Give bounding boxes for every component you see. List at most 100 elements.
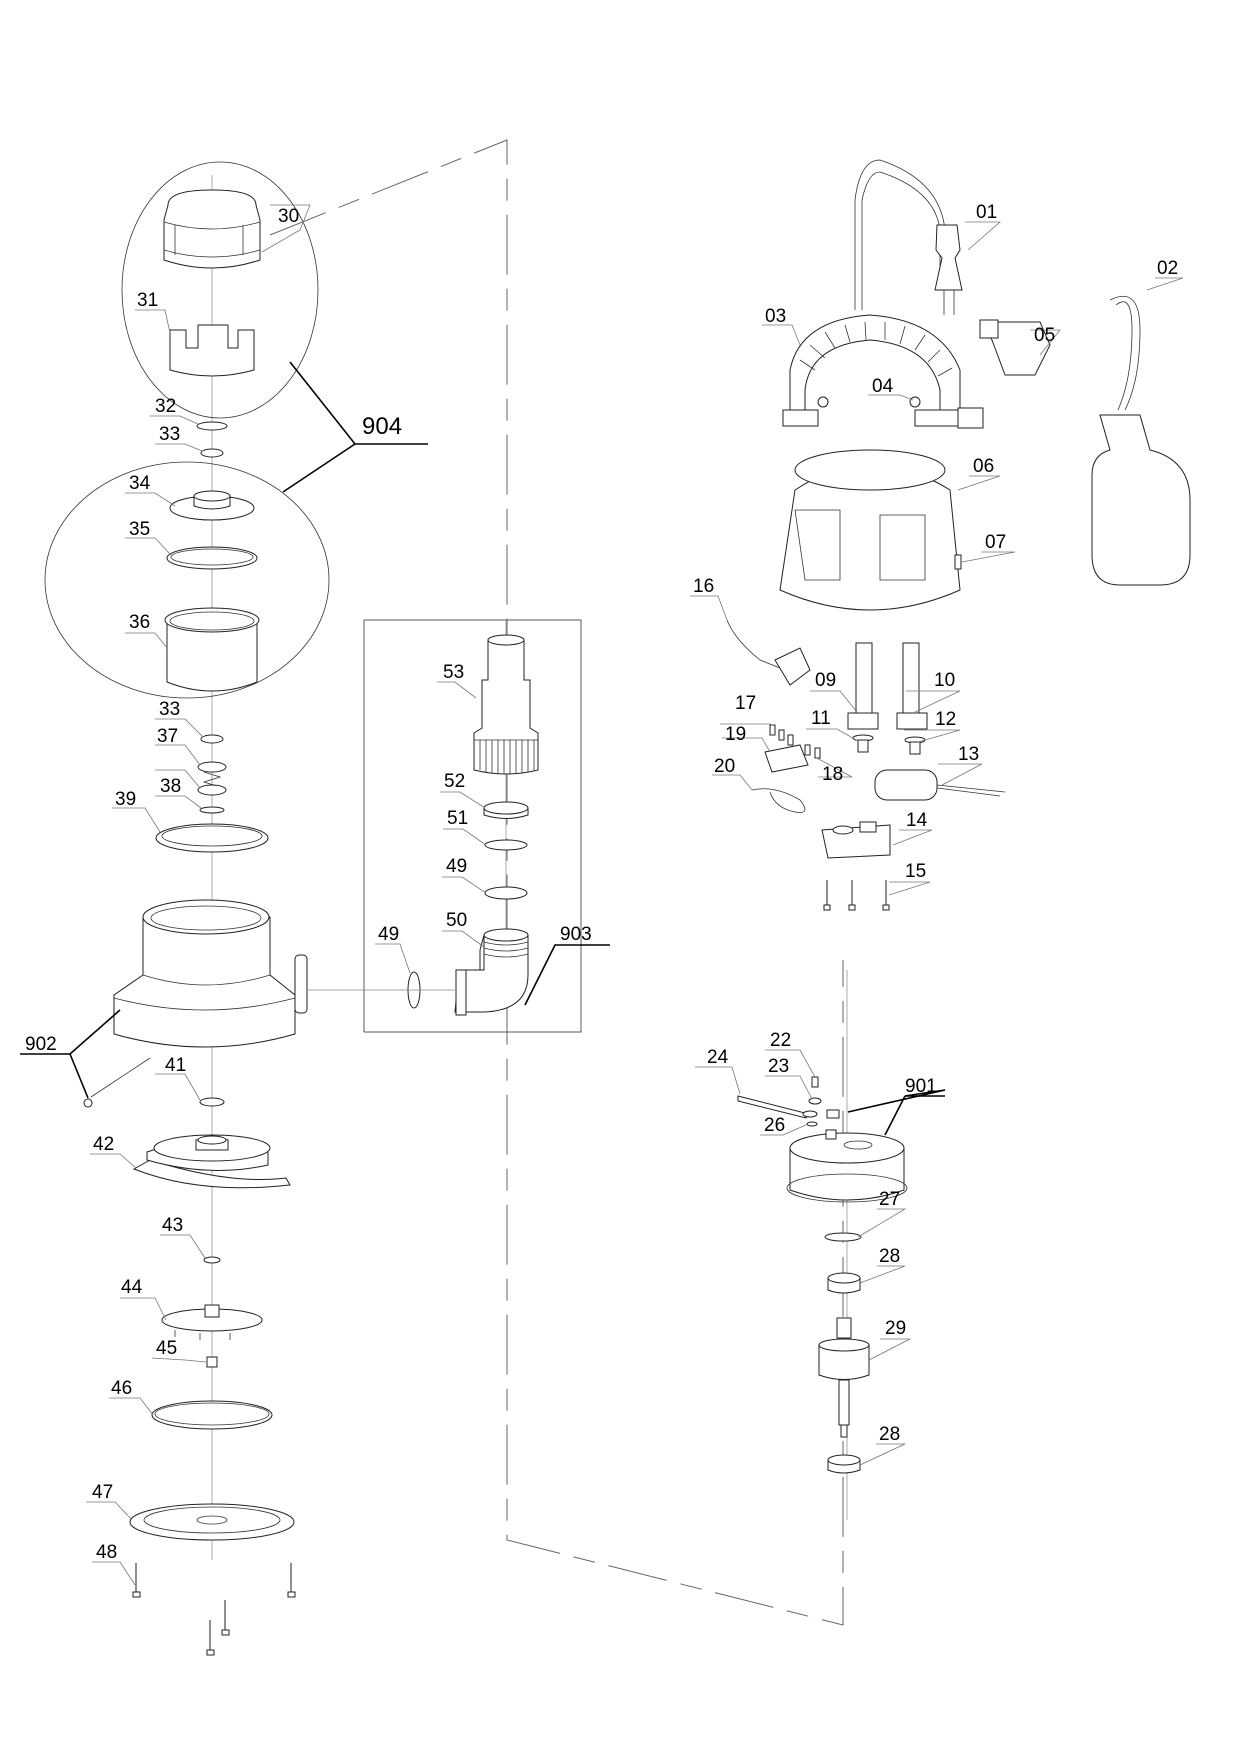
part-01-power-cable	[854, 159, 963, 315]
label-14: 14	[906, 810, 928, 831]
label-39: 39	[115, 789, 136, 810]
part-23-washer	[808, 1097, 822, 1105]
part-26-washer	[806, 1121, 818, 1127]
part-07-screw	[954, 554, 962, 570]
label-09: 09	[815, 670, 836, 691]
part-35-o-ring	[166, 546, 258, 570]
part-51-washer	[484, 839, 528, 851]
label-06: 06	[973, 456, 994, 477]
label-24: 24	[707, 1047, 729, 1068]
part-42-pump-chamber	[132, 1134, 291, 1189]
part-14-cover-plate	[821, 821, 891, 859]
part-13-capacitor	[874, 769, 1006, 801]
label-47: 47	[92, 1482, 113, 1503]
part-46-o-ring	[151, 1400, 273, 1430]
label-33-lower: 33	[159, 699, 180, 720]
label-26: 26	[764, 1115, 785, 1136]
part-47-base-plate	[129, 1503, 295, 1541]
label-29: 29	[885, 1318, 906, 1339]
label-13: 13	[958, 744, 979, 765]
label-19: 19	[725, 724, 746, 745]
part-49-seal-ring-upper	[484, 886, 528, 900]
part-37-spring-assembly	[197, 761, 227, 796]
part-36-cylinder	[164, 607, 260, 692]
group-labels: 904 902 903 901	[25, 413, 937, 1097]
part-11-clamp	[852, 734, 874, 753]
part-28-bearing-lower	[827, 1454, 861, 1474]
label-02: 02	[1157, 258, 1178, 279]
part-18-connectors	[804, 744, 821, 759]
label-33-upper: 33	[159, 424, 180, 445]
label-18: 18	[822, 764, 843, 785]
part-04-screws	[817, 396, 921, 408]
part-34-cover	[169, 490, 255, 521]
part-31-insert	[169, 324, 255, 377]
label-20: 20	[714, 756, 735, 777]
label-45: 45	[156, 1338, 177, 1359]
label-28-upper: 28	[879, 1246, 900, 1267]
part-06-top-housing	[779, 449, 961, 611]
label-16: 16	[693, 576, 714, 597]
part-41-seal	[199, 1097, 225, 1107]
label-15: 15	[905, 861, 926, 882]
part-15-screws	[823, 880, 890, 911]
label-52: 52	[444, 771, 465, 792]
label-51: 51	[447, 808, 468, 829]
part-49-seal-ring-side	[307, 971, 455, 1009]
label-46: 46	[111, 1378, 132, 1399]
part-labels: 30 31 32 33 34 35 36 33 37 38 39 41 42 4…	[92, 202, 1178, 1563]
label-01: 01	[976, 202, 997, 223]
assembly-guide-lines	[269, 139, 844, 1626]
label-17: 17	[735, 693, 756, 714]
leader-lines	[86, 204, 1184, 1586]
part-901-motor-housing	[786, 1109, 908, 1203]
label-35: 35	[129, 519, 150, 540]
label-31: 31	[137, 290, 158, 311]
group-903-box	[363, 619, 582, 1033]
part-24-wire	[737, 1095, 818, 1119]
part-02-float-switch	[1091, 295, 1191, 586]
part-10-cable-gland	[896, 642, 928, 730]
label-50: 50	[446, 910, 467, 931]
part-50-elbow-connector	[454, 928, 529, 1016]
label-42: 42	[93, 1134, 114, 1155]
group-904-upper-circle	[121, 161, 319, 419]
label-41: 41	[165, 1055, 186, 1076]
label-04: 04	[872, 376, 894, 397]
group-leader-lines	[20, 361, 946, 1136]
label-22: 22	[770, 1030, 791, 1051]
label-07: 07	[985, 532, 1006, 553]
label-53: 53	[443, 662, 464, 683]
part-45-nut	[206, 1356, 218, 1368]
part-43-washer	[203, 1256, 221, 1264]
part-33-washer-lower	[200, 734, 224, 744]
label-30: 30	[278, 206, 299, 227]
label-10: 10	[934, 670, 955, 691]
label-27: 27	[879, 1189, 900, 1210]
part-44-impeller	[161, 1304, 263, 1340]
part-17-connectors	[769, 724, 794, 746]
part-48-screws	[132, 1563, 296, 1656]
label-32: 32	[155, 396, 176, 417]
label-group-903: 903	[560, 924, 592, 945]
part-33-washer-upper	[200, 448, 224, 458]
group-904-lower-circle	[44, 461, 330, 699]
part-12-clamp	[904, 736, 926, 755]
part-19-terminal-block	[764, 744, 809, 773]
part-20-cable-tie	[751, 788, 806, 813]
part-16-ground-wire	[726, 619, 811, 686]
label-05: 05	[1034, 325, 1055, 346]
part-29-rotor	[818, 1317, 870, 1438]
part-09-cable-gland	[847, 642, 879, 730]
label-group-902: 902	[25, 1034, 57, 1055]
label-49-side: 49	[378, 924, 399, 945]
part-30-cap	[163, 189, 261, 269]
part-28-bearing-upper	[827, 1272, 861, 1294]
label-48: 48	[96, 1542, 117, 1563]
part-32-washer	[196, 421, 228, 431]
label-43: 43	[162, 1215, 183, 1236]
part-27-shaft-seal	[824, 1232, 862, 1242]
label-28-lower: 28	[879, 1424, 900, 1445]
label-11: 11	[811, 708, 831, 729]
part-38-circlip	[199, 806, 225, 814]
